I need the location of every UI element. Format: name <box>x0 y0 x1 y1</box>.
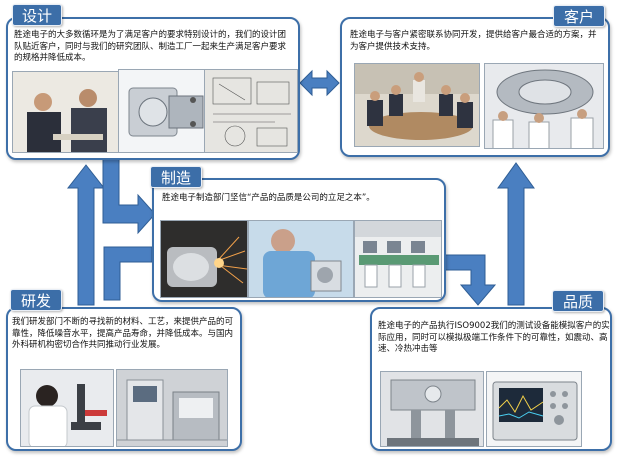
customer-box: 胜途电子与客户紧密联系协同开发，提供给客户最合适的方案，并为客户提供技术支持。 <box>340 17 610 157</box>
test-equipment-photo <box>116 369 228 447</box>
quality-box: 胜途电子的产品执行ISO9002我们的测试设备能模拟客户的实际应用，同时可以模拟… <box>370 307 612 451</box>
quality-text: 胜途电子的产品执行ISO9002我们的测试设备能模拟客户的实际应用，同时可以模拟… <box>378 321 610 354</box>
quality-title: 品质 <box>552 290 604 312</box>
meeting-photo <box>12 71 120 153</box>
design-text: 胜途电子的大多数循环是为了满足客户的要求特别设计的，我们的设计团队贴近客户，同时… <box>14 30 287 63</box>
blueprint-photo <box>204 69 298 153</box>
design-title: 设计 <box>12 4 62 26</box>
valve-drawing-photo <box>118 69 210 153</box>
arrow-design-customer-bidirectional <box>299 69 340 97</box>
oscilloscope-photo <box>486 371 582 447</box>
arrow-design-to-manufacturing <box>102 157 156 235</box>
research-box: 我们研发部门不断的寻找新的材料、工艺，来提供产品的可靠性，降低噪音水平，提高产品… <box>6 307 242 451</box>
manufacturing-title: 制造 <box>150 166 202 188</box>
design-box: 胜途电子的大多数循环是为了满足客户的要求特别设计的，我们的设计团队贴近客户，同时… <box>6 17 300 160</box>
conference-photo <box>354 63 480 147</box>
production-line-photo <box>354 220 442 298</box>
cnc-machining-photo <box>160 220 248 298</box>
arrow-research-to-design <box>66 164 106 306</box>
manufacturing-box: 胜途电子制造部门坚信“产品的品质是公司的立足之本”。 <box>152 178 446 302</box>
manufacturing-text: 胜途电子制造部门坚信“产品的品质是公司的立足之本”。 <box>162 193 375 203</box>
machine-inspection-photo <box>484 63 604 149</box>
research-text: 我们研发部门不断的寻找新的材料、工艺，来提供产品的可靠性，降低噪音水平，提高产品… <box>12 317 234 350</box>
arrow-quality-to-customer <box>497 162 535 306</box>
microscope-lab-photo <box>20 369 114 447</box>
worker-assembly-photo <box>248 220 354 298</box>
customer-text: 胜途电子与客户紧密联系协同开发，提供给客户最合适的方案，并为客户提供技术支持。 <box>350 30 597 52</box>
arrow-manufacturing-to-quality <box>443 254 497 306</box>
customer-title: 客户 <box>553 5 605 27</box>
research-title: 研发 <box>10 289 62 311</box>
arrow-manufacturing-to-research <box>103 246 153 301</box>
lab-machine-photo <box>380 371 484 447</box>
